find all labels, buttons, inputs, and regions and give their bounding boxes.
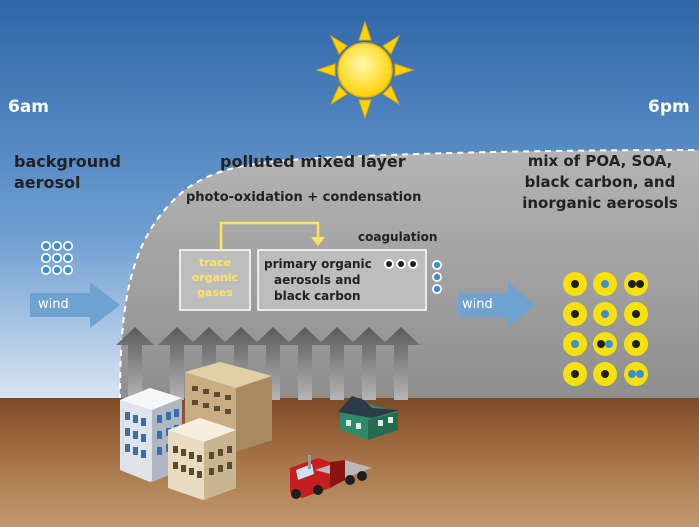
office-building-icon — [120, 362, 272, 500]
primary-aerosols-label-line2: aerosols and — [274, 273, 361, 287]
truck-icon — [290, 455, 372, 499]
primary-aerosols-label-line3: black carbon — [274, 289, 361, 303]
primary-aerosols-label-line1: primary organic — [264, 257, 372, 271]
house-icon — [338, 396, 400, 440]
aerosol-particle-icon — [41, 241, 73, 275]
aerosol-particle-icon — [432, 260, 442, 294]
mix-label-line2: black carbon, and — [524, 173, 676, 191]
wind-label-left: wind — [38, 297, 69, 312]
sun-icon — [315, 20, 415, 120]
wind-arrow-icon — [458, 282, 535, 328]
time-start-label: 6am — [8, 97, 50, 117]
mixed-layer-title: polluted mixed layer — [220, 152, 406, 171]
process-label: photo-oxidation + condensation — [186, 190, 422, 205]
background-aerosol-label-line1: background — [14, 152, 121, 171]
trace-gases-label-line2: organic — [191, 271, 239, 284]
coagulation-label: coagulation — [358, 230, 438, 244]
trace-gases-box — [179, 249, 251, 311]
mixed-aerosol-particles — [563, 272, 648, 386]
wind-arrow-icon — [30, 282, 120, 328]
time-end-label: 6pm — [648, 97, 690, 117]
mix-label-line1: mix of POA, SOA, — [527, 152, 673, 170]
upward-arrow-icon — [116, 327, 420, 400]
mix-label-line3: inorganic aerosols — [522, 194, 678, 212]
black-carbon-particle-icon — [384, 259, 418, 269]
wind-label-right: wind — [462, 297, 493, 312]
background-aerosol-label-line2: aerosol — [14, 173, 81, 192]
mixed-layer-boundary — [119, 149, 699, 401]
trace-gases-label-line1: trace — [198, 256, 232, 269]
condensation-arrow — [219, 221, 325, 250]
trace-gases-label-line3: gases — [197, 286, 233, 299]
